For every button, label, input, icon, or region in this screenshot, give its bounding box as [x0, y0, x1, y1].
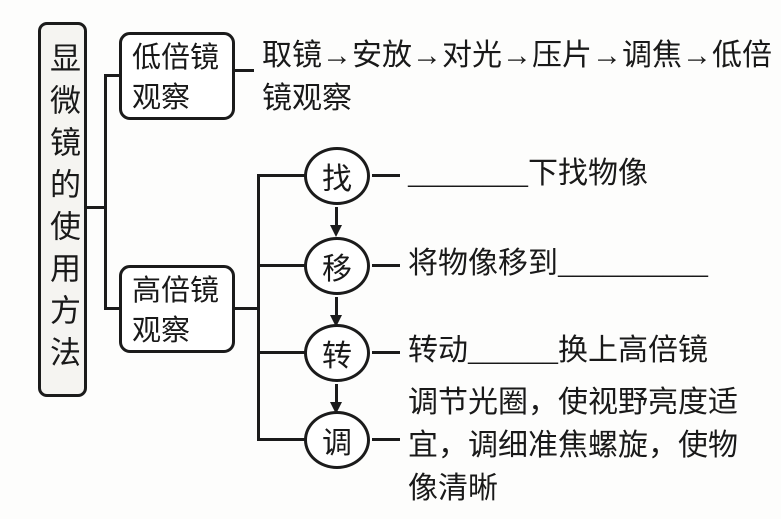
connector-zhao-to-text — [372, 174, 400, 177]
connector-low-power-to-sequence — [234, 69, 254, 72]
connector-spine-to-zhuan — [257, 351, 305, 354]
low-power-box: 低倍镜 观察 — [119, 32, 235, 120]
step-node-tiao-label: 调 — [322, 427, 352, 460]
connector-spine-to-yi — [257, 264, 305, 267]
arrow-yi-to-zhuan-line — [335, 297, 338, 317]
step-text-tiao-line1: 调节光圈，使视野亮度适 — [408, 386, 738, 419]
low-power-sequence-line1: 取镜→安放→对光→压片→调焦→低倍 — [262, 39, 772, 72]
step-text-yi: 将物像移到__________ — [408, 247, 708, 280]
step-node-yi: 移 — [304, 237, 370, 295]
connector-zhuan-to-text — [372, 351, 400, 354]
step-node-tiao: 调 — [304, 411, 370, 469]
root-topic-label: 显微镜的使用方法 — [45, 41, 80, 378]
arrow-zhao-to-yi-line — [335, 207, 338, 227]
connector-root-to-bracket — [87, 206, 105, 209]
connector-high-power-to-spine — [234, 307, 260, 310]
connector-tiao-to-text — [372, 438, 400, 441]
step-text-tiao-line3: 像清晰 — [408, 472, 498, 505]
arrow-down-icon — [330, 402, 342, 414]
low-power-box-line1: 低倍镜 — [132, 42, 220, 74]
spine-vertical-line — [257, 174, 260, 441]
step-text-tiao: 调节光圈，使视野亮度适 宜，调细准焦螺旋，使物 像清晰 — [408, 381, 738, 510]
step-node-zhao-label: 找 — [322, 163, 352, 196]
arrow-down-icon — [330, 225, 342, 237]
arrow-down-icon — [330, 315, 342, 327]
low-power-sequence: 取镜→安放→对光→压片→调焦→低倍 镜观察 — [262, 34, 772, 120]
step-text-tiao-line2: 宜，调细准焦螺旋，使物 — [408, 429, 738, 462]
low-power-sequence-line2: 镜观察 — [262, 82, 352, 115]
low-power-box-line2: 观察 — [132, 82, 191, 114]
step-text-zhuan: 转动______换上高倍镜 — [408, 334, 708, 367]
arrow-zhuan-to-tiao-line — [335, 384, 338, 404]
step-text-zhao: ________下找物像 — [408, 157, 648, 190]
connector-yi-to-text — [372, 264, 400, 267]
step-node-yi-label: 移 — [322, 253, 352, 286]
connector-spine-to-tiao — [257, 438, 305, 441]
high-power-box-line2: 观察 — [132, 315, 191, 347]
step-node-zhuan-label: 转 — [322, 340, 352, 373]
step-node-zhao: 找 — [304, 147, 370, 205]
high-power-box: 高倍镜 观察 — [119, 265, 235, 353]
root-topic-box: 显微镜的使用方法 — [38, 22, 87, 397]
connector-bracket-to-high-power — [104, 307, 121, 310]
connector-bracket-to-low-power — [104, 74, 121, 77]
step-node-zhuan: 转 — [304, 324, 370, 382]
bracket-vertical-line — [104, 74, 107, 310]
high-power-box-line1: 高倍镜 — [132, 275, 220, 307]
connector-spine-to-zhao — [257, 174, 305, 177]
